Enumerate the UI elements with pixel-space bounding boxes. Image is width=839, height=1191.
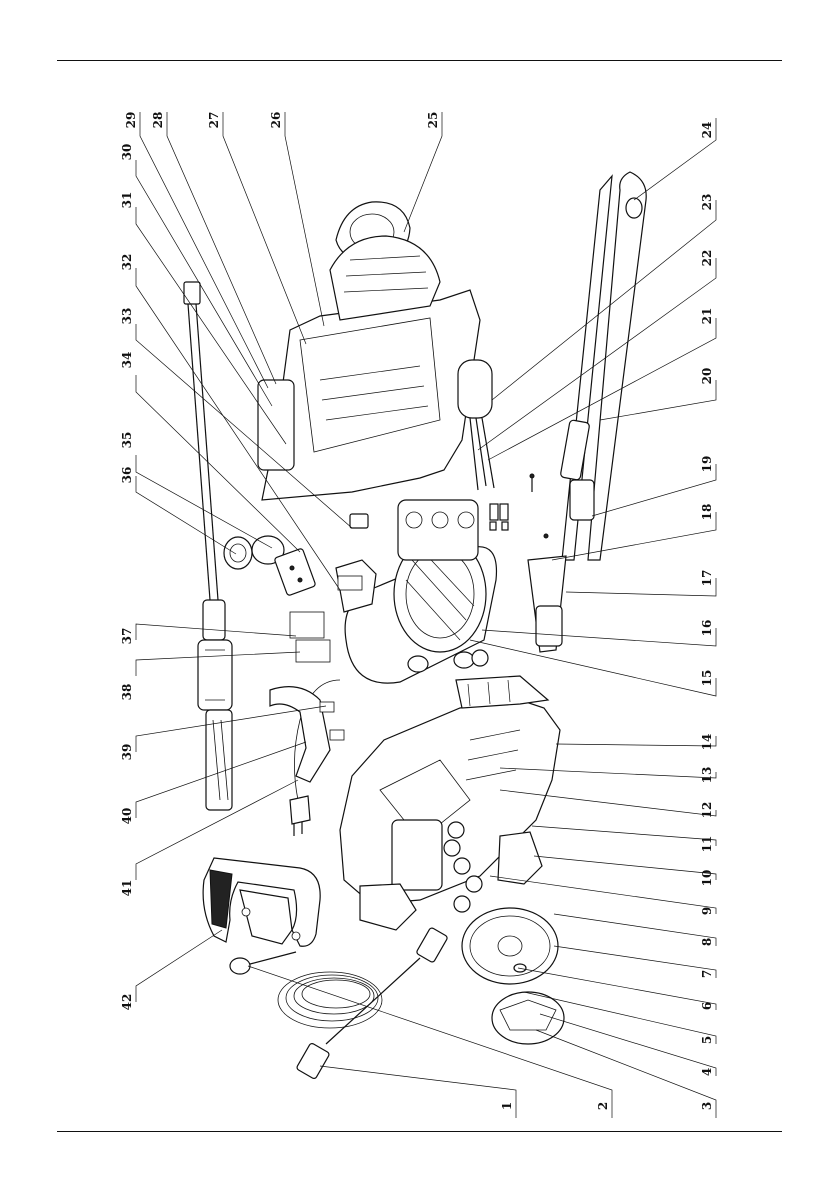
- callout-numbers: 29 28 27 26 25 30 31 32 33 34 35 36 37 3…: [120, 112, 714, 1111]
- wheel: [461, 907, 565, 1045]
- callout-number: 24: [700, 122, 714, 139]
- terminals: [489, 473, 549, 539]
- callout-number: 10: [700, 870, 714, 887]
- callout-number: 35: [120, 432, 134, 449]
- callout-number: 9: [700, 907, 714, 915]
- coiled-hose: [277, 927, 448, 1079]
- callout-number: 25: [426, 112, 440, 129]
- top-rule: [57, 60, 782, 61]
- callout-number: 37: [120, 628, 134, 645]
- callout-number: 4: [700, 1068, 714, 1076]
- bottom-rule: [57, 1131, 782, 1132]
- spray-lance: [183, 281, 233, 811]
- callout-number: 21: [700, 308, 714, 325]
- callout-number: 42: [120, 994, 134, 1011]
- telescopic-handle: [527, 171, 647, 653]
- callout-number: 19: [700, 456, 714, 473]
- callout-number: 31: [120, 192, 134, 209]
- parts-drawing: [183, 171, 647, 1079]
- callout-number: 26: [269, 112, 283, 129]
- callout-number: 40: [120, 808, 134, 825]
- callout-number: 29: [124, 112, 138, 129]
- callout-number: 34: [120, 352, 134, 369]
- callout-number: 23: [700, 194, 714, 211]
- capacitor: [457, 359, 495, 491]
- callout-number: 1: [500, 1102, 514, 1110]
- callout-number: 7: [700, 970, 714, 978]
- callout-number: 6: [700, 1002, 714, 1010]
- switch-assembly: [223, 535, 316, 596]
- callout-number: 18: [700, 504, 714, 521]
- callout-number: 41: [120, 880, 134, 897]
- callout-number: 38: [120, 684, 134, 701]
- callout-number: 20: [700, 368, 714, 385]
- callout-number: 30: [120, 144, 134, 161]
- pump-motor: [344, 499, 498, 684]
- callout-number: 16: [700, 620, 714, 637]
- callout-number: 12: [700, 802, 714, 819]
- callout-number: 15: [700, 670, 714, 687]
- callout-number: 33: [120, 308, 134, 325]
- callout-number: 11: [700, 836, 714, 853]
- switch-box: [335, 513, 377, 613]
- callout-number: 2: [596, 1102, 610, 1110]
- trigger-gun: [202, 857, 321, 947]
- callout-number: 5: [700, 1036, 714, 1044]
- hose-hook: [269, 686, 345, 783]
- callout-number: 39: [120, 744, 134, 761]
- callout-number: 36: [120, 467, 134, 484]
- rear-housing: [257, 201, 481, 501]
- callout-number: 14: [700, 734, 714, 751]
- callout-number: 17: [700, 570, 714, 587]
- callout-number: 3: [700, 1102, 714, 1110]
- callout-number: 28: [151, 112, 165, 129]
- callout-number: 22: [700, 250, 714, 267]
- callout-number: 13: [700, 767, 714, 784]
- front-housing: [339, 675, 561, 931]
- callout-number: 8: [700, 938, 714, 946]
- label-plates: [289, 611, 331, 663]
- hose-clip: [229, 951, 297, 975]
- callout-number: 27: [207, 112, 221, 129]
- callout-number: 32: [120, 254, 134, 271]
- leader-lines: [135, 112, 717, 1118]
